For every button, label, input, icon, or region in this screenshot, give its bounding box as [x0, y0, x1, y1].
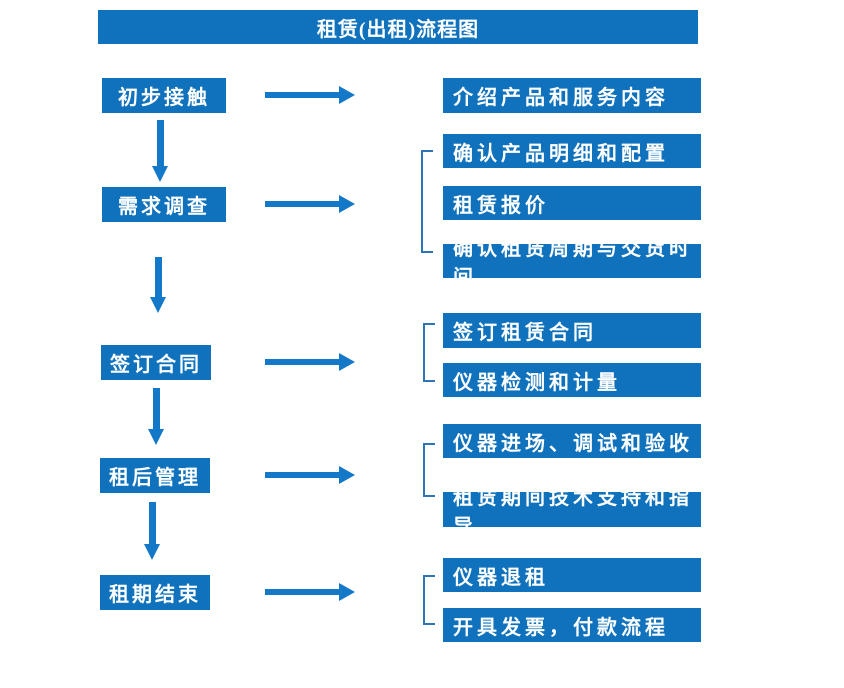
flowchart-title: 租赁(出租)流程图 [98, 10, 698, 44]
bracket-connector [421, 150, 433, 253]
bracket-connector [423, 575, 435, 625]
arrow-right-icon [265, 86, 355, 104]
bracket-connector [423, 443, 435, 497]
detail-box-invoice-payment: 开具发票，付款流程 [443, 608, 701, 642]
arrow-right-icon [265, 195, 355, 213]
step-box-sign-contract: 签订合同 [101, 345, 211, 380]
step-box-post-rental-management: 租后管理 [100, 458, 210, 493]
arrow-down-icon [152, 120, 168, 182]
step-box-demand-survey: 需求调查 [102, 187, 226, 222]
detail-box-instrument-return: 仪器退租 [443, 558, 701, 592]
detail-box-rental-quote: 租赁报价 [443, 186, 701, 220]
detail-box-confirm-period-delivery: 确认租赁周期与交货时间 [443, 238, 701, 289]
arrow-down-icon [148, 388, 164, 445]
step-box-lease-end: 租期结束 [100, 575, 210, 610]
bracket-connector [423, 323, 435, 382]
detail-box-instrument-testing: 仪器检测和计量 [443, 363, 701, 397]
arrow-right-icon [265, 466, 355, 484]
arrow-right-icon [265, 353, 355, 371]
detail-box-introduce-products: 介绍产品和服务内容 [443, 78, 701, 113]
detail-box-instrument-setup-acceptance: 仪器进场、调试和验收 [443, 424, 701, 458]
step-box-initial-contact: 初步接触 [102, 78, 226, 113]
arrow-right-icon [265, 583, 355, 601]
detail-box-confirm-product-config: 确认产品明细和配置 [443, 134, 701, 168]
arrow-down-icon [150, 257, 166, 313]
detail-box-sign-rental-contract: 签订租赁合同 [443, 313, 701, 348]
arrow-down-icon [144, 502, 160, 560]
detail-box-technical-support: 租赁期间技术支持和指导 [443, 487, 701, 538]
